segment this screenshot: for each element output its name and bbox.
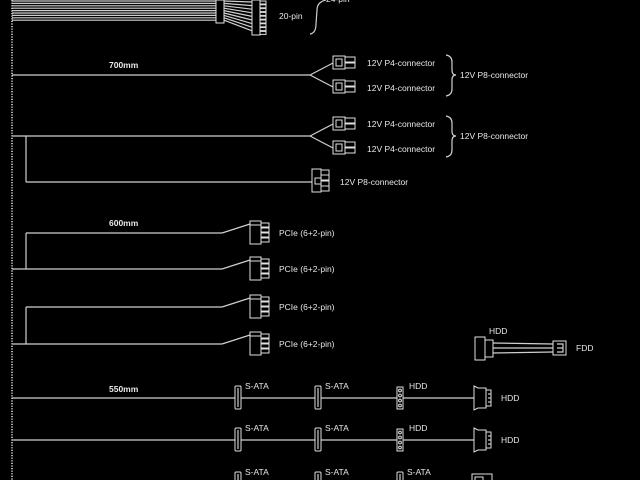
- pcie-cable: PCIe (6+2-pin): [12, 331, 335, 356]
- atx-wire: [223, 2, 253, 7]
- p4-connector-icon: [332, 79, 356, 94]
- label-p4-connector: 12V P4-connector: [367, 119, 435, 129]
- cable-length-cpu: 700mm: [109, 60, 139, 70]
- atx-wire: [223, 10, 253, 17]
- molex-connector-icon: [396, 428, 404, 452]
- atx-wire: [223, 14, 253, 25]
- pcie-cable: PCIe (6+2-pin): [26, 294, 335, 319]
- label-p8-group: 12V P8-connector: [460, 70, 528, 80]
- atx-wire: [223, 7, 253, 14]
- label-adapter-hdd: HDD: [489, 326, 507, 336]
- main-atx-cable: 20-pin 24-pin: [12, 0, 350, 36]
- atx-pin: [259, 8, 267, 13]
- label-sata: S-ATA: [325, 423, 349, 433]
- sata-connector-icon: [234, 471, 242, 480]
- atx-wire: [223, 12, 253, 21]
- pcie-connector-icon: [249, 294, 270, 319]
- label-p4-connector: 12V P4-connector: [367, 144, 435, 154]
- pcie-cable: PCIe (6+2-pin): [12, 256, 335, 281]
- peripheral-cable: S-ATA S-ATA S-ATA: [234, 467, 493, 480]
- sata-connector-icon: [234, 427, 242, 452]
- hdd-fdd-adapter: HDD FDD: [474, 326, 593, 361]
- label-24-pin: 24-pin: [326, 0, 350, 4]
- sata-connector-icon: [314, 385, 322, 410]
- atx-wire: [223, 19, 253, 32]
- atx-pin: [259, 19, 267, 24]
- label-sata: S-ATA: [245, 381, 269, 391]
- label-sata: S-ATA: [407, 467, 431, 477]
- label-pcie-connector: PCIe (6+2-pin): [279, 302, 335, 312]
- brace-icon: [445, 54, 457, 97]
- label-p4-connector: 12V P4-connector: [367, 58, 435, 68]
- pcie-cable: PCIe (6+2-pin): [26, 220, 335, 245]
- atx-wire: [223, 17, 253, 28]
- fdd-end-connector-icon: [471, 473, 493, 480]
- cpu-cable-2: 12V P4-connector 12V P4-connector 12V P8…: [12, 115, 528, 193]
- molex-connector-icon: [396, 386, 404, 410]
- cable-length-pcie: 600mm: [109, 218, 139, 228]
- hdd-end-connector-icon: [473, 427, 492, 453]
- atx-wire: [223, 0, 253, 3]
- p4-connector-icon: [332, 116, 356, 131]
- label-hdd: HDD: [501, 393, 519, 403]
- atx-sleeve-end: [215, 0, 225, 24]
- label-sata: S-ATA: [325, 381, 349, 391]
- pcie-wire: [221, 223, 251, 234]
- peripheral-cable: S-ATA S-ATA HDD HDD: [12, 423, 519, 453]
- pcie-connector-icon: [249, 256, 270, 281]
- label-sata: S-ATA: [325, 467, 349, 477]
- brace-icon: [445, 115, 457, 158]
- label-p4-connector: 12V P4-connector: [367, 83, 435, 93]
- p8-connector-icon: [311, 168, 330, 193]
- atx-pin: [259, 30, 267, 35]
- atx-pin: [259, 4, 267, 9]
- atx-pin: [259, 15, 267, 20]
- label-hdd: HDD: [409, 381, 427, 391]
- label-pcie-connector: PCIe (6+2-pin): [279, 339, 335, 349]
- sata-connector-icon: [314, 471, 322, 480]
- cpu-cable-1: 700mm 12V P4-connector 12V P4-connector …: [12, 54, 528, 97]
- atx-pin: [259, 23, 267, 28]
- atx-pin: [259, 0, 267, 5]
- label-p8-connector: 12V P8-connector: [340, 177, 408, 187]
- pcie-cables: 600mm PCIe (6+2-pin) PCIe (6+2-pin) PCIe (…: [12, 218, 335, 356]
- label-pcie-connector: PCIe (6+2-pin): [279, 228, 335, 238]
- label-pcie-connector: PCIe (6+2-pin): [279, 264, 335, 274]
- label-hdd: HDD: [501, 435, 519, 445]
- sata-connector-icon: [234, 385, 242, 410]
- p4-connector-icon: [332, 140, 356, 155]
- sata-connector-icon: [396, 471, 404, 480]
- hdd-end-connector-icon: [473, 385, 492, 411]
- brace-icon: [309, 0, 327, 35]
- atx-pin: [259, 11, 267, 16]
- atx-wire: [223, 5, 253, 10]
- pcie-connector-icon: [249, 220, 270, 245]
- cable-length-peripheral: 550mm: [109, 384, 139, 394]
- p4-connector-icon: [332, 55, 356, 70]
- sata-connector-icon: [314, 427, 322, 452]
- label-sata: S-ATA: [245, 467, 269, 477]
- label-p8-group: 12V P8-connector: [460, 131, 528, 141]
- label-adapter-fdd: FDD: [576, 343, 593, 353]
- atx-connector-body: [251, 0, 261, 36]
- label-20-pin: 20-pin: [279, 11, 303, 21]
- atx-pin: [259, 27, 267, 32]
- pcie-connector-icon: [249, 331, 270, 356]
- pcie-wire: [221, 334, 251, 345]
- label-hdd: HDD: [409, 423, 427, 433]
- peripheral-cable: S-ATA S-ATA HDD HDD: [12, 381, 519, 411]
- pcie-wire: [221, 297, 251, 308]
- label-sata: S-ATA: [245, 423, 269, 433]
- pcie-wire: [221, 259, 251, 270]
